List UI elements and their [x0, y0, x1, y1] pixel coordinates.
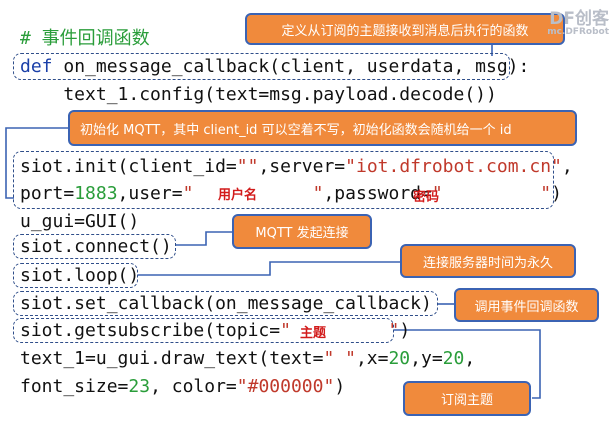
code-line-loop: siot.loop()	[20, 265, 140, 286]
port-arg: port=	[20, 183, 75, 204]
password-arg: ,password=	[323, 183, 432, 204]
code-line-def: def on_message_callback(client, userdata…	[20, 56, 529, 78]
def-signature: on_message_callback(client, userdata, ms…	[52, 56, 530, 77]
color-arg: , color=	[150, 376, 237, 397]
dfrobot-logo: DF创客 mc.DFRobot	[547, 4, 609, 37]
callout-loop-forever: 连接服务器时间为永久	[400, 244, 576, 278]
code-line-init: siot.init(client_id="",server="iot.dfrob…	[20, 156, 573, 178]
topic-placeholder: 主题	[300, 326, 327, 341]
password-placeholder: 密码	[413, 190, 440, 205]
connector-loop	[138, 261, 400, 276]
x-arg: ,x=	[355, 348, 389, 369]
code-line-set-callback: siot.set_callback(on_message_callback)	[20, 293, 432, 314]
code-comment: # 事件回调函数	[20, 28, 150, 49]
callout-mqtt-connect: MQTT 发起连接	[232, 214, 372, 249]
user-arg: ,user=	[117, 183, 183, 204]
username-placeholder: 用户名	[218, 188, 258, 203]
topic-value: " "	[280, 320, 400, 341]
code-line-gui: u_gui=GUI()	[20, 211, 140, 232]
code-line-draw-text: text_1=u_gui.draw_text(text=" ",x=20,y=2…	[20, 348, 475, 370]
server-value: "iot.dfrobot.com.cn"	[345, 156, 562, 177]
password-value: " "	[431, 183, 552, 204]
server-arg: ,server=	[258, 156, 346, 177]
draw-text-call: text_1=u_gui.draw_text(text=	[20, 348, 324, 369]
code-line-port: port=1883,user=" ",password=" ")	[20, 183, 562, 205]
keyword-def: def	[20, 56, 53, 77]
close-paren: )	[399, 320, 411, 341]
connector-connect	[176, 231, 232, 246]
logo-text: DF创客	[549, 9, 609, 29]
dash-box-def-line	[13, 53, 510, 80]
init-call: siot.init(client_id=	[20, 156, 237, 177]
client-id-value: ""	[236, 156, 259, 177]
callout-mqtt-init: 初始化 MQTT，其中 client_id 可以空着不写，初始化函数会随机给一个…	[68, 110, 577, 146]
code-line-subscribe: siot.getsubscribe(topic=" ")	[20, 320, 410, 342]
connector-subscribe	[394, 329, 541, 399]
dash-box-init-block	[13, 151, 554, 209]
y-arg: ,y=	[410, 348, 443, 369]
connector-init	[5, 127, 68, 199]
x-value: 20	[388, 348, 411, 369]
callout-set-callback: 调用事件回调函数	[454, 288, 599, 322]
port-value: 1883	[74, 183, 118, 204]
code-line-font-size: font_size=23, color="#000000")	[20, 376, 345, 398]
subscribe-call: siot.getsubscribe(topic=	[20, 320, 281, 341]
dash-box-subscribe	[13, 318, 394, 343]
color-value: "#000000"	[236, 376, 335, 397]
text-value: " "	[323, 348, 356, 369]
comma: ,	[464, 348, 476, 369]
user-value: " "	[182, 183, 324, 204]
callout-callback-function: 定义从订阅的主题接收到消息后执行的函数	[245, 13, 565, 45]
logo-subtext: mc.DFRobot	[547, 27, 609, 37]
code-line-config: text_1.config(text=msg.payload.decode())	[20, 84, 497, 105]
callout-subscribe-topic: 订阅主题	[403, 381, 531, 416]
comma: ,	[561, 156, 573, 177]
y-value: 20	[442, 348, 465, 369]
font-size-arg: font_size=	[20, 376, 129, 397]
font-size-value: 23	[128, 376, 151, 397]
close-paren: )	[551, 183, 562, 204]
dash-box-loop	[13, 263, 138, 288]
dash-box-set-callback	[13, 291, 438, 316]
close-paren: )	[334, 376, 346, 397]
code-line-connect: siot.connect()	[20, 236, 172, 257]
dash-box-connect	[13, 234, 176, 259]
